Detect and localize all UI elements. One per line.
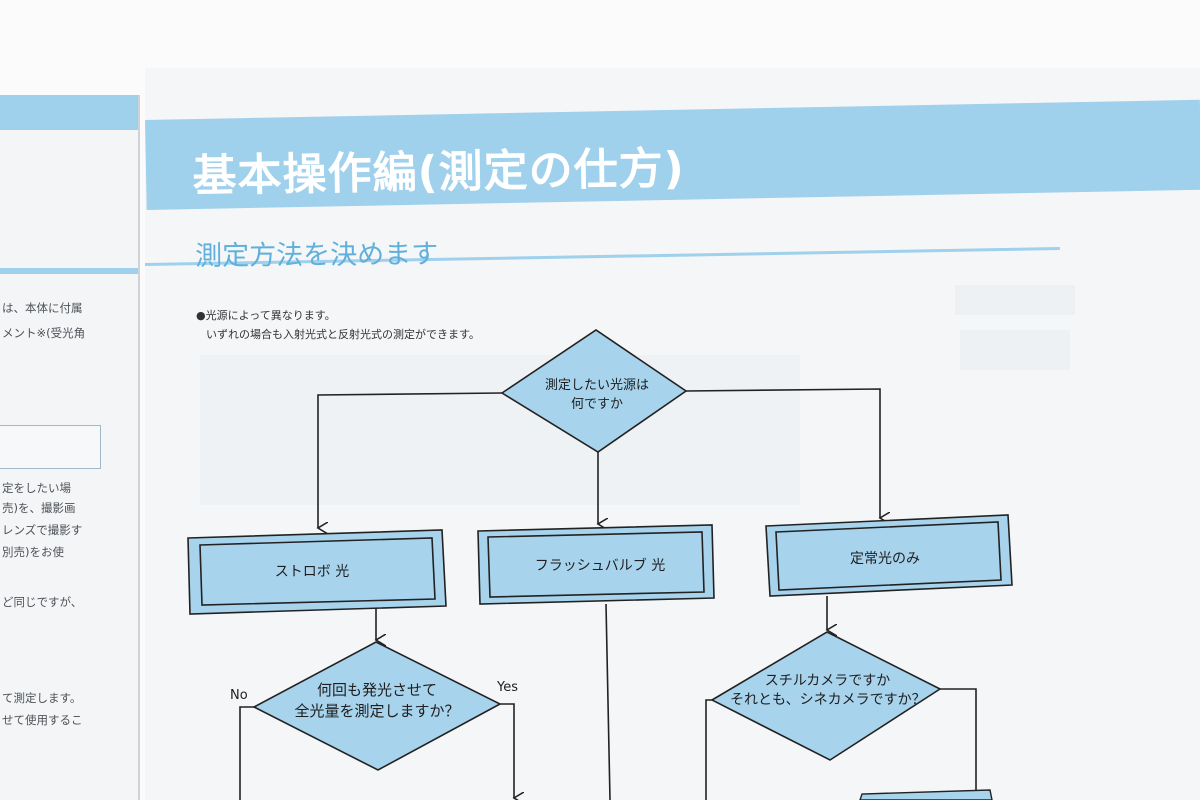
camera-type-decision-text: スチルカメラですか それとも、シネカメラですか？	[730, 673, 926, 708]
camera-type-decision-diamond	[710, 631, 942, 761]
connector-yes	[500, 703, 514, 798]
left-page-header-band	[0, 95, 138, 130]
left-page-text-line: て測定します。	[2, 691, 82, 705]
start-decision-text: 測定したい光源は 何ですか	[544, 378, 649, 412]
next-box-edge	[859, 789, 993, 800]
bullet-icon: ●	[196, 309, 206, 322]
box-flashbulb	[477, 524, 715, 605]
multi-flash-decision-diamond	[252, 641, 502, 771]
box-flashbulb-label: フラッシュバルブ 光	[534, 558, 666, 574]
box-strobe-label: ストロボ 光	[274, 564, 350, 580]
connector-to-strobe	[318, 392, 503, 528]
connector-to-constant	[685, 388, 880, 518]
left-page-text-line: は、本体に付属	[2, 301, 83, 315]
box-strobe	[187, 529, 447, 615]
connector-still	[705, 699, 712, 800]
show-through-panel	[960, 330, 1070, 370]
connector-flashbulb-down	[605, 603, 611, 800]
note-line-1: ●光源によって異なります。	[196, 309, 336, 322]
left-page-text-line: ど同じですが、	[2, 595, 83, 609]
multi-flash-decision-text: 何回も発光させて 全光量を測定しますか？	[294, 681, 460, 720]
left-page-rule	[0, 268, 138, 274]
left-page-text-line: 別売)をお使	[2, 545, 64, 559]
connector-no	[239, 706, 254, 800]
box-constant	[765, 514, 1013, 597]
show-through-panel	[955, 285, 1075, 315]
connector-cine	[940, 688, 976, 796]
left-page-text-line: メント※(受光角	[2, 326, 86, 340]
left-page-text-line: 売)を、撮影画	[2, 501, 76, 515]
start-decision-diamond	[500, 329, 688, 453]
left-page-text-line: せて使用するこ	[2, 713, 83, 727]
no-label: No	[230, 688, 248, 703]
left-page-text-line: レンズで撮影す	[2, 523, 83, 537]
note-line-2: いずれの場合も入射光式と反射光式の測定ができます。	[206, 328, 480, 341]
yes-label: Yes	[497, 680, 518, 695]
left-page-box	[0, 425, 101, 469]
left-page-text-line: 定をしたい場	[2, 481, 71, 495]
show-through-panel	[200, 355, 800, 505]
box-constant-label: 定常光のみ	[850, 551, 920, 567]
